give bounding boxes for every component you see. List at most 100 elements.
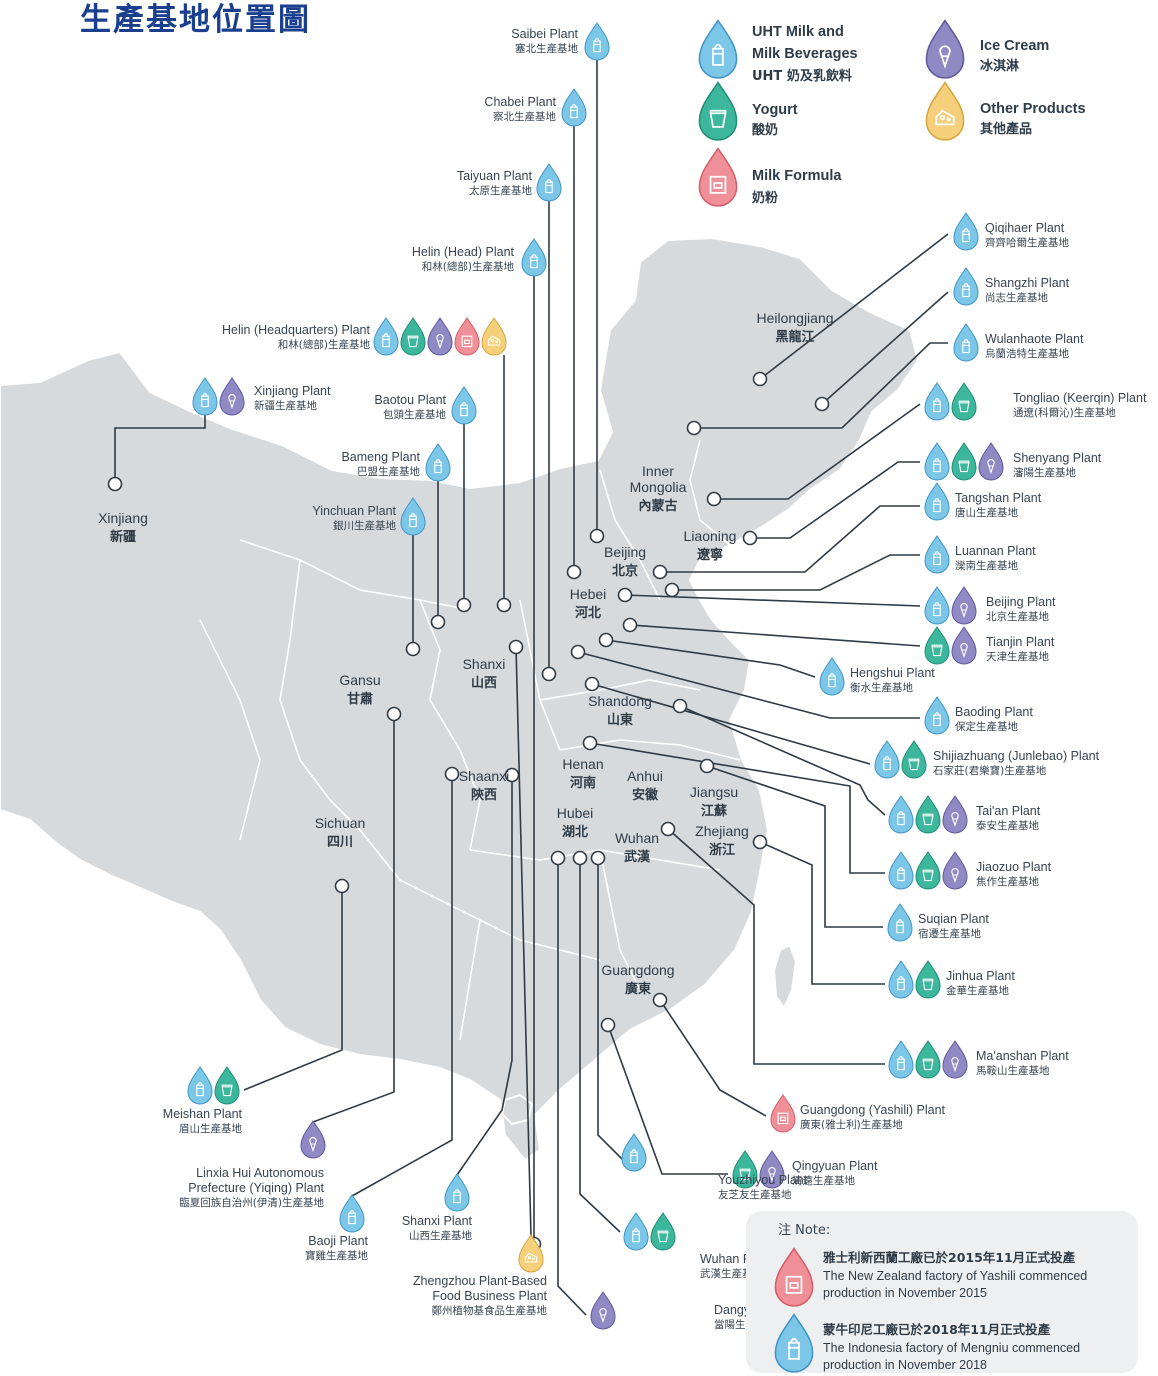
plant-location-dot [590, 850, 606, 866]
can-icon [454, 317, 480, 356]
plant-name-zh: 泰安生產基地 [976, 819, 1039, 832]
plant-location-dot [652, 564, 668, 580]
cup-icon [698, 81, 738, 141]
leader-line-wulanhaote-plant [694, 342, 948, 429]
plant-location-dot [814, 396, 830, 412]
plant-name-en: Tongliao (Keerqin) Plant [1013, 391, 1147, 405]
plant-location-dot [686, 420, 702, 436]
plant-name-en: Zhengzhou Plant-Based [413, 1274, 547, 1288]
plant-name-en: Helin (Headquarters) Plant [222, 323, 371, 337]
plant-name-en: Helin (Head) Plant [412, 245, 515, 259]
plant-name-zh: 巴盟生產基地 [357, 465, 420, 478]
plant-location-dot [598, 632, 614, 648]
carton-icon [924, 535, 950, 574]
region-labels: Heilongjiang黑龍江InnerMongolia內蒙古Liaoning遼… [98, 310, 833, 997]
plant-name-zh: 衡水生產基地 [850, 681, 913, 694]
plant-name-zh: 友芝友生產基地 [718, 1188, 792, 1201]
plant-location-dot [508, 639, 524, 655]
leader-line-tai-an-plant [679, 705, 886, 816]
region-shanxi: Shanxi 山西 [463, 656, 506, 691]
legend-label-en: UHT Milk and [752, 24, 844, 40]
legend-label-zh: 其他產品 [980, 121, 1032, 137]
cheese-icon [518, 1234, 544, 1273]
plant-name-en: Chabei Plant [484, 95, 556, 109]
leader-line-wuhan-plant [579, 858, 621, 1233]
plant-location-dot [444, 766, 460, 782]
plant-name-en: Suqian Plant [918, 912, 989, 926]
plant-name-zh: 天津生產基地 [986, 650, 1049, 663]
cup-icon [915, 851, 941, 890]
plant-location-dot [570, 644, 586, 660]
plant-location-dot [582, 735, 598, 751]
cup-icon [901, 740, 927, 779]
plant-location-dot [334, 878, 350, 894]
region-name-en: Hubei [557, 805, 594, 821]
legend-label-zh: 酸奶 [752, 122, 778, 138]
plant-name-en: Food Business Plant [432, 1289, 547, 1303]
carton-icon [187, 1066, 213, 1105]
plant-name-zh: 眉山生產基地 [179, 1122, 242, 1135]
china-map [0, 237, 919, 1161]
leader-line-tongliao-keerqin-plant [714, 403, 921, 500]
cone-icon [942, 795, 968, 834]
plant-name-en: Jiaozuo Plant [976, 860, 1052, 874]
cup-icon [951, 442, 977, 481]
plant-location-dot [706, 491, 722, 507]
legend-label-zh: 奶粉 [751, 190, 778, 206]
plant-name-en: Baoji Plant [308, 1234, 368, 1248]
region-name-zh: 江蘇 [701, 803, 728, 819]
region-name-zh: 浙江 [709, 842, 735, 858]
plant-name-zh: 灤南生產基地 [955, 559, 1018, 572]
region-name-en: Shanxi [463, 656, 506, 672]
leader-line-beijing-plant [624, 594, 921, 607]
region-name-en: Hebei [570, 586, 607, 602]
carton-icon [536, 163, 562, 202]
cup-icon [400, 317, 426, 356]
legend-label-zh: UHT 奶及乳飲料 [752, 68, 852, 84]
cone-icon [951, 586, 977, 625]
carton-icon [339, 1194, 365, 1233]
plant-name-en: Shijiazhuang (Junlebao) Plant [933, 749, 1100, 763]
cup-icon [951, 382, 977, 421]
plant-name-zh: 北京生產基地 [986, 610, 1049, 623]
plant-name-en: Qingyuan Plant [792, 1159, 878, 1173]
cone-icon [427, 317, 453, 356]
plant-name-zh: 新疆生產基地 [254, 399, 317, 412]
leader-line-linxia-hui-autonomous [312, 714, 395, 1123]
plant-name-en: Tai'an Plant [976, 804, 1041, 818]
region-name-en: Inner [642, 463, 674, 479]
plant-name-zh: 烏蘭浩特生產基地 [985, 347, 1069, 360]
plant-location-dot [622, 617, 638, 633]
leader-lines [107, 60, 949, 1316]
region-name-zh: 廣東 [625, 981, 651, 997]
carton-icon [451, 386, 477, 425]
plant-location-dot [664, 582, 680, 598]
carton-icon [444, 1173, 470, 1212]
region-name-zh: 山西 [471, 675, 497, 691]
region-name-en: Liaoning [684, 528, 737, 544]
plant-name-zh: 石家莊(君樂寶)生產基地 [933, 764, 1047, 777]
